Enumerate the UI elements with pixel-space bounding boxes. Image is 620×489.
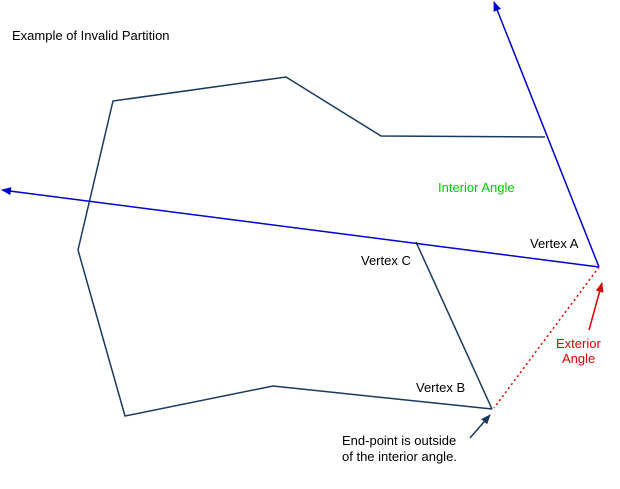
endpoint-note-line2: of the interior angle. <box>342 449 457 464</box>
endpoint-note-line1: End-point is outside <box>342 433 456 448</box>
exterior-label-line1: Exterior <box>556 336 601 351</box>
polygon-outline <box>77 76 546 417</box>
partition-line-b-c <box>415 241 493 410</box>
vertex-c-label: Vertex C <box>361 253 411 268</box>
interior-angle-label: Interior Angle <box>438 180 515 195</box>
exterior-label-line2: Angle <box>562 351 595 366</box>
ray-left <box>1 187 600 268</box>
vertex-a-label: Vertex A <box>530 236 579 251</box>
ray-up <box>493 1 600 268</box>
vertex-b-label: Vertex B <box>416 380 465 395</box>
exterior-dotted-line <box>493 266 600 409</box>
exterior-arrow <box>588 282 604 331</box>
diagram-title: Example of Invalid Partition <box>12 28 170 43</box>
endpoint-arrow <box>469 414 491 439</box>
